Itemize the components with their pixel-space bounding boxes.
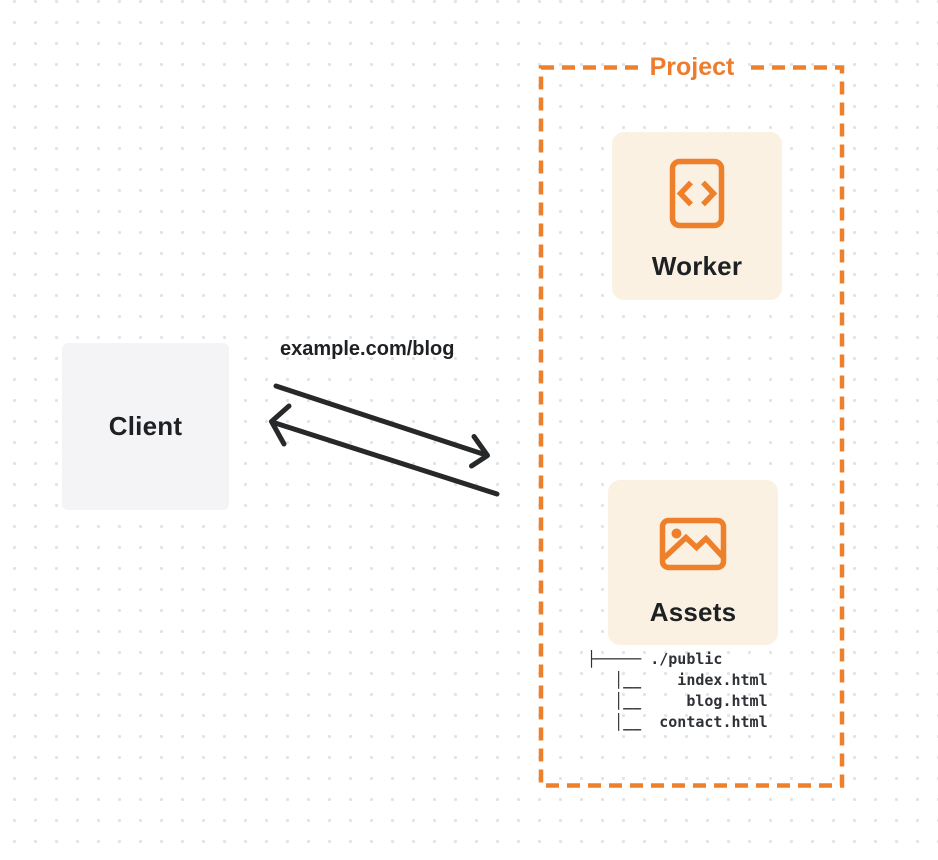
image-icon [659,517,727,571]
worker-label: Worker [651,251,743,281]
request-url-label: example.com/blog [280,338,455,360]
request-arrow [273,383,490,469]
assets-label: Assets [649,597,737,627]
project-label: Project [639,52,745,82]
code-document-icon [669,158,725,229]
client-node: Client [62,343,229,510]
worker-node: Worker [612,132,782,300]
response-arrow [269,403,500,497]
client-label: Client [108,411,183,441]
image-icon-sun-dot [671,528,682,539]
file-tree: ├───── ./public │__ index.html │__ blog.… [587,650,768,731]
assets-node: Assets [608,480,778,645]
